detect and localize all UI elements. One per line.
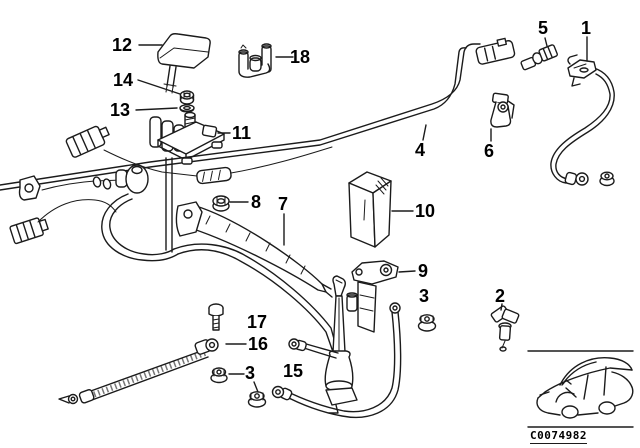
callout-3-lower[interactable]: 3: [245, 363, 256, 383]
bolt-17-drawing: [208, 303, 224, 331]
callout-10[interactable]: 10: [415, 201, 436, 221]
callout-13[interactable]: 13: [110, 100, 131, 120]
nut-8-drawing: [212, 195, 230, 212]
cable-1-drawing: [550, 54, 615, 187]
callout-1[interactable]: 1: [581, 18, 592, 38]
terminal-pole-drawing: [324, 275, 358, 414]
callout-8[interactable]: 8: [251, 192, 262, 212]
fuse-holder-11-drawing: [149, 111, 225, 165]
callout-7[interactable]: 7: [278, 194, 289, 214]
cover-12-drawing: [157, 33, 211, 94]
callout-9[interactable]: 9: [418, 261, 429, 281]
cable-15-drawing: [271, 302, 402, 418]
callout-14[interactable]: 14: [113, 70, 134, 90]
clamp-5-drawing: [520, 44, 558, 71]
callout-5[interactable]: 5: [538, 18, 549, 38]
callout-11[interactable]: 11: [232, 123, 252, 143]
callout-6[interactable]: 6: [484, 141, 495, 161]
nut-3-upper-drawing: [417, 314, 437, 332]
nut-3-lower-drawing: [210, 367, 228, 384]
leader-lines: [135, 36, 588, 393]
harness-left-drawing: [9, 125, 338, 353]
box-10-drawing: [348, 171, 392, 248]
clamp-6-drawing: [490, 92, 515, 128]
callout-15[interactable]: 15: [283, 361, 304, 381]
bracket-9-drawing: [346, 260, 399, 333]
callout-17[interactable]: 17: [247, 312, 268, 332]
callout-18[interactable]: 18: [290, 47, 311, 67]
vehicle-thumbnail-icon: [536, 357, 634, 419]
bracket-18-drawing: [238, 43, 272, 78]
footer-rules: [527, 350, 634, 428]
cable-7-drawing: [175, 201, 333, 298]
clamp-2-drawing: [490, 305, 520, 352]
nut-extra-drawing: [247, 391, 267, 408]
callout-16[interactable]: 16: [248, 334, 269, 354]
callout-2[interactable]: 2: [495, 286, 506, 306]
drawing-code: C0074982: [530, 429, 587, 444]
washer-13-drawing: [179, 104, 195, 113]
callout-4[interactable]: 4: [415, 140, 426, 160]
nut-14-drawing: [179, 90, 195, 105]
callout-12[interactable]: 12: [112, 35, 133, 55]
cable-4-drawing: [0, 37, 516, 191]
callout-3-upper[interactable]: 3: [419, 286, 430, 306]
earth-strap-16-drawing: [58, 338, 219, 405]
